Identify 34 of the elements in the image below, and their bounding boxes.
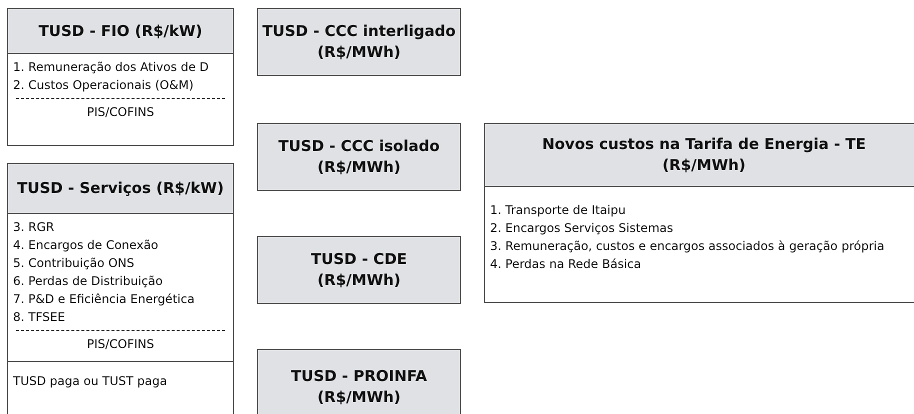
box-heading: TUSD - PROINFA [291,366,427,386]
list-item: 2. Custos Operacionais (O&M) [13,77,194,94]
box-heading: TUSD - FIO (R$/kW) [38,20,202,42]
list-item: 6. Perdas de Distribuição [13,273,164,290]
list-item: 2. Encargos Serviços Sistemas [490,220,674,237]
tax-note: PIS/COFINS [86,336,156,353]
tax-note: PIS/COFINS [86,104,156,121]
box-heading: TUSD - CDE [310,249,408,270]
unit-label: (R$/MWh) [662,155,746,176]
unit-label: (R$/MWh) [317,386,401,408]
list-item: 8. TFSEE [13,309,66,326]
box-heading: TUSD - CCC interligado [262,21,456,42]
tariff-box [257,236,461,304]
list-item: 1. Remuneração dos Ativos de D [13,59,210,76]
unit-label: (R$/MWh) [317,157,401,178]
tariff-box [7,163,234,414]
tariff-box [257,8,461,76]
list-item: 3. RGR [13,219,56,236]
box-heading: TUSD - Serviços (R$/kW) [17,178,224,199]
list-item: 7. P&D e Eficiência Energética [13,291,196,308]
box-heading: Novos custos na Tarifa de Energia - TE [542,134,866,155]
list-item: 1. Transporte de Itaipu [490,202,627,219]
tariff-box [484,123,914,303]
list-item: 4. Encargos de Conexão [13,237,160,254]
unit-label: (R$/MWh) [317,42,401,63]
list-item: 3. Remuneração, custos e encargos associados à geração própria [490,238,886,255]
unit-label: (R$/MWh) [317,270,401,291]
list-item: 4. Perdas na Rede Básica [490,256,642,273]
tariff-box [257,349,461,414]
list-item: TUSD paga ou TUST paga [13,373,168,390]
list-item: 5. Contribuição ONS [13,255,136,272]
tariff-box [257,123,461,191]
box-heading: TUSD - CCC isolado [278,136,440,157]
tariff-box [7,8,234,146]
